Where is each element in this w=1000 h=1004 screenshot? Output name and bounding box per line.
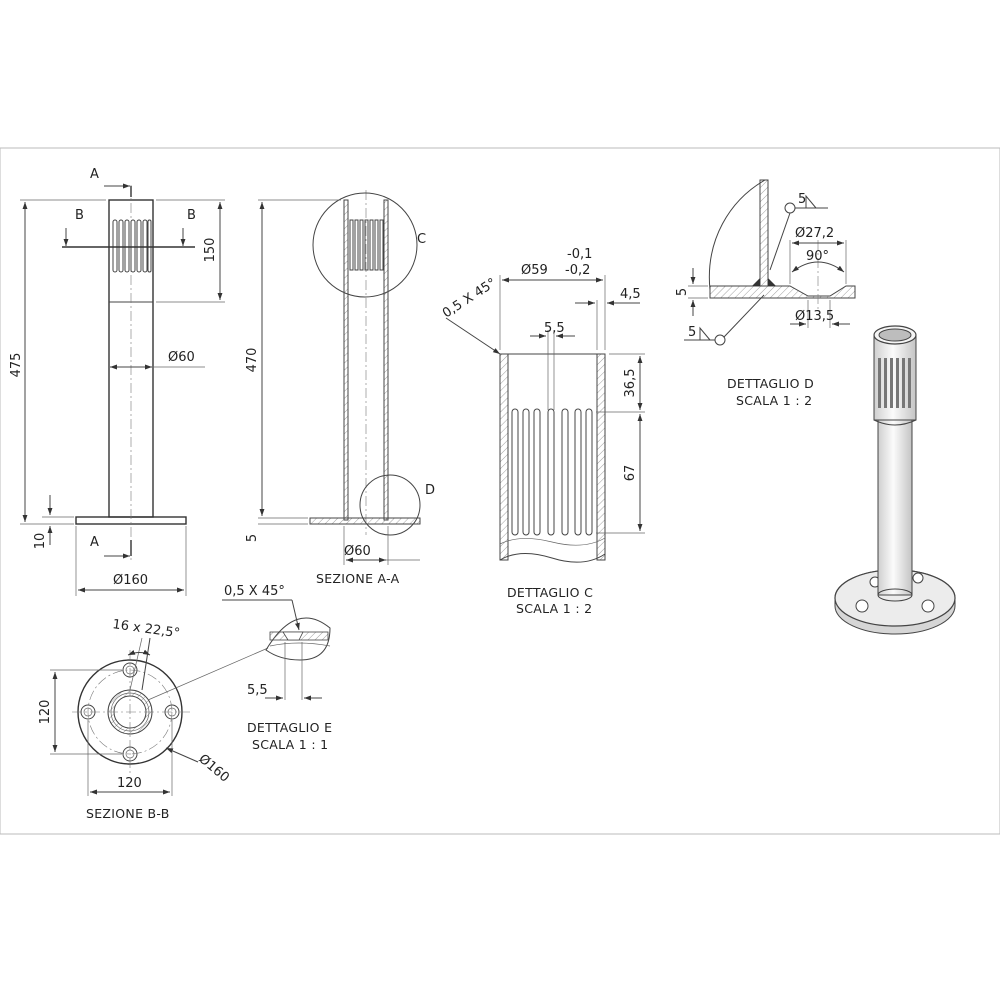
dim-hole-diameter: Ø13,5 — [795, 309, 834, 324]
detail-c-view: Ø59 -0,1 -0,2 4,5 5,5 0,5 X 45° 36,5 67 … — [440, 247, 645, 616]
detail-d-scale: SCALA 1 : 2 — [736, 393, 812, 408]
dim-flange-thickness: 10 — [33, 533, 48, 550]
section-aa-slots — [349, 219, 384, 271]
dim-total-height: 475 — [9, 353, 24, 378]
tolerance-upper: -0,1 — [567, 247, 592, 262]
dim-countersink-angle: 90° — [806, 249, 829, 264]
section-aa-view: C D 470 5 Ø60 SEZIONE A-A — [245, 190, 435, 586]
detail-d-view: 5 5 Ø27,2 90° Ø13,5 5 DETTAGLIO D SCALA … — [675, 179, 856, 408]
section-aa-bottom-letter: A — [90, 535, 99, 550]
dim-detail-c-diameter: Ø59 — [521, 263, 548, 278]
isometric-view — [834, 325, 956, 635]
weld-top-size: 5 — [798, 192, 806, 207]
front-view: B B A A 475 150 Ø60 10 Ø160 — [9, 167, 225, 596]
detail-c-title: DETTAGLIO C — [507, 585, 593, 600]
detail-d-callout: D — [425, 483, 435, 498]
detail-d-plate — [709, 285, 856, 299]
detail-e-view: 5,5 0,5 X 45° DETTAGLIO E SCALA 1 : 1 — [222, 584, 332, 752]
dim-flange-diameter: Ø160 — [113, 573, 148, 588]
dim-wall-thickness: 4,5 — [620, 287, 641, 302]
dim-slot-length: 67 — [623, 465, 638, 482]
dim-bb-horizontal: 120 — [117, 776, 142, 791]
tolerance-lower: -0,2 — [565, 263, 590, 278]
dim-slot-width: 5,5 — [544, 321, 565, 336]
section-aa-top-letter: A — [90, 167, 99, 182]
dim-countersink: Ø27,2 — [795, 226, 834, 241]
sheet-frame — [0, 147, 1000, 835]
section-bb-title: SEZIONE B-B — [86, 806, 170, 821]
detail-c-scale: SCALA 1 : 2 — [516, 601, 592, 616]
dim-diameter-60: Ø60 — [168, 350, 195, 365]
section-aa-title: SEZIONE A-A — [316, 571, 400, 586]
dim-chamfer-c: 0,5 X 45° — [440, 276, 499, 322]
dim-chamfer-e: 0,5 X 45° — [224, 584, 285, 599]
dim-top-offset: 36,5 — [623, 369, 638, 398]
dim-section-height: 470 — [245, 348, 260, 373]
dim-slot-height: 150 — [203, 238, 218, 263]
dim-bb-vertical: 120 — [38, 700, 53, 725]
detail-d-circle — [359, 474, 421, 536]
isometric-slots — [878, 358, 911, 408]
section-bb-left-letter: B — [75, 208, 84, 223]
detail-e-scale: SCALA 1 : 1 — [252, 737, 328, 752]
section-bb-view: 16 x 22,5° 120 120 Ø160 SEZIONE B-B — [38, 617, 269, 821]
detail-e-title: DETTAGLIO E — [247, 720, 332, 735]
detail-c-slots — [511, 408, 593, 536]
dim-plate-thickness: 5 — [675, 288, 690, 296]
front-slots — [112, 219, 152, 273]
dim-section-base: 5 — [245, 534, 260, 542]
dim-detail-e-width: 5,5 — [247, 683, 268, 698]
dim-bb-diameter: Ø160 — [195, 752, 231, 786]
section-bb-right-letter: B — [187, 208, 196, 223]
weld-bottom-size: 5 — [688, 325, 696, 340]
detail-c-circle — [312, 192, 418, 298]
dim-bb-pattern: 16 x 22,5° — [111, 617, 180, 641]
detail-c-callout: C — [417, 232, 426, 247]
dim-section-diameter: Ø60 — [344, 544, 371, 559]
detail-d-title: DETTAGLIO D — [727, 376, 814, 391]
